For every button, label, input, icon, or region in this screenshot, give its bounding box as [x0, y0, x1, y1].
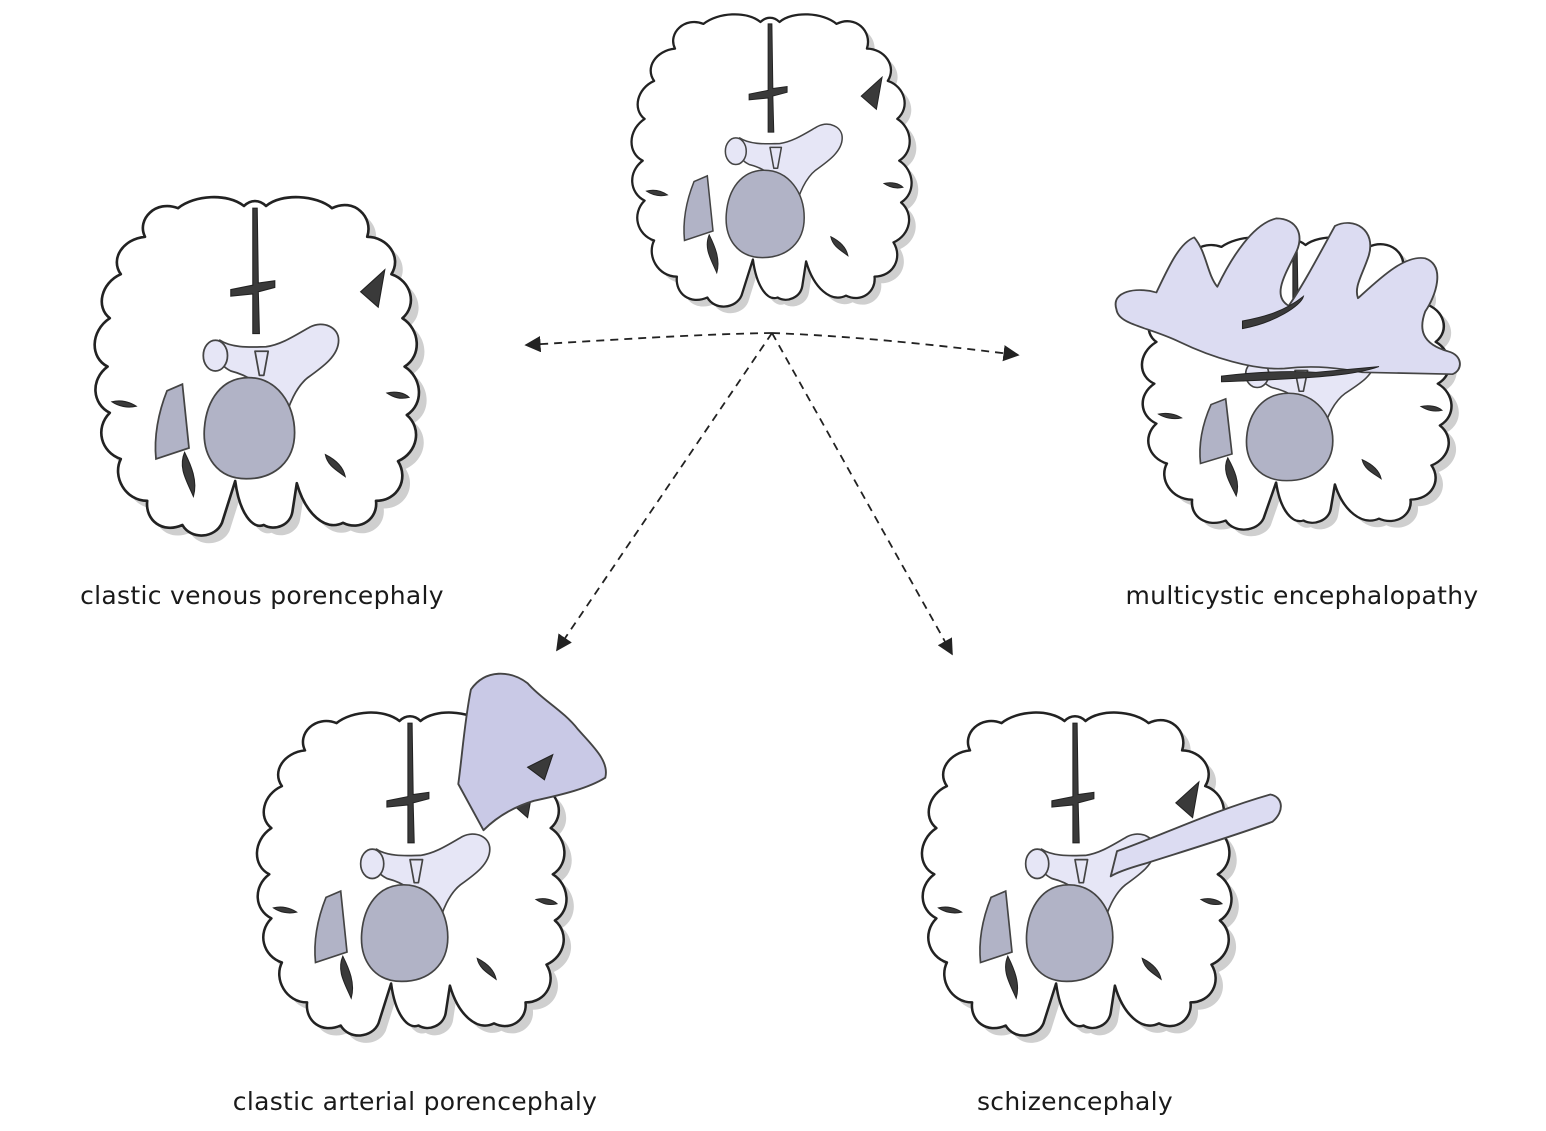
- arrow-to-multicystic: [772, 333, 1018, 355]
- brain-clastic-arterial: [257, 674, 606, 1043]
- brain-normal-center: [632, 14, 919, 313]
- arrow-to-arterial: [557, 333, 772, 650]
- arrows: [526, 333, 1018, 654]
- brain-clastic-venous: [95, 197, 427, 543]
- brain-multicystic: [1116, 218, 1460, 536]
- caption-clastic-arterial: clastic arterial porencephaly: [233, 1087, 597, 1116]
- brain-schizencephaly: [922, 713, 1281, 1043]
- arrow-to-schizencephaly: [772, 333, 952, 654]
- caption-clastic-venous: clastic venous porencephaly: [80, 581, 444, 610]
- caption-schizencephaly: schizencephaly: [977, 1087, 1173, 1116]
- caption-multicystic: multicystic encephalopathy: [1126, 581, 1479, 610]
- arrow-to-venous: [526, 333, 772, 345]
